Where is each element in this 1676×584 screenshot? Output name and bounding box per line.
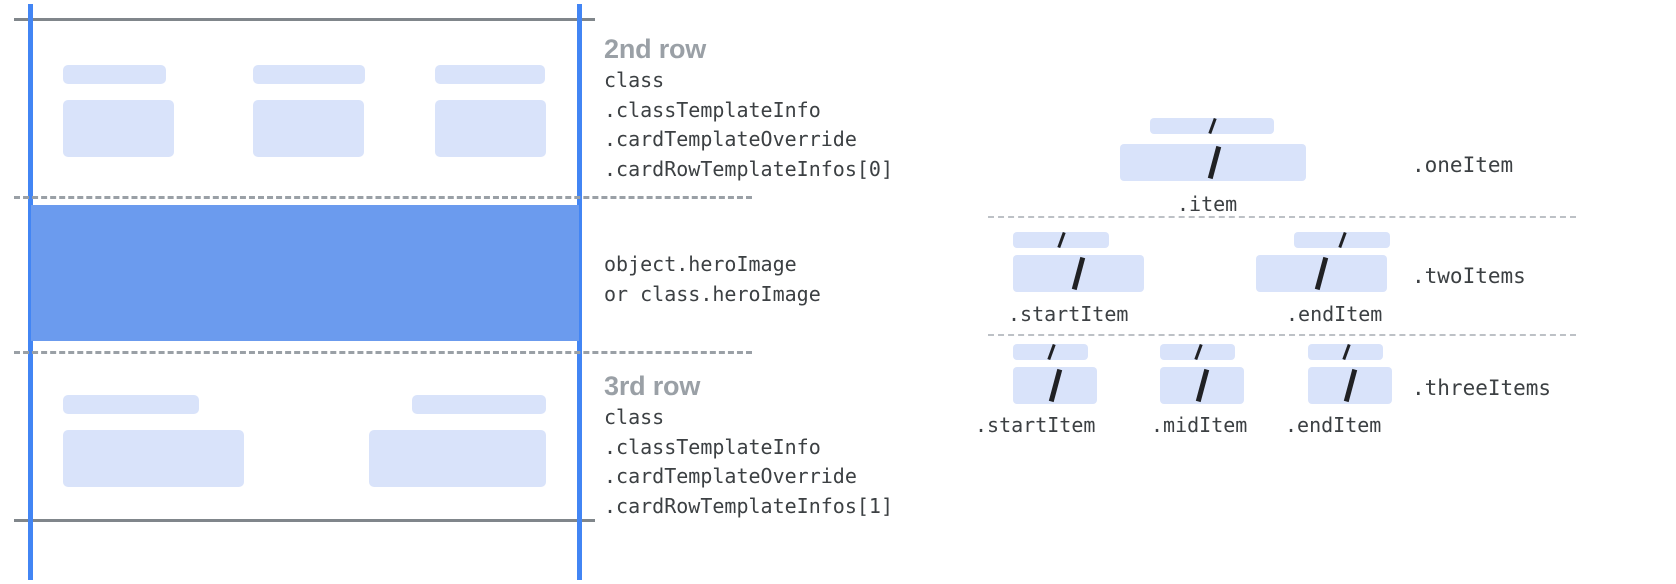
three-items-start-caption: .startItem bbox=[975, 413, 1096, 437]
third-row-code-line-1: class bbox=[604, 405, 665, 429]
two-items-end-label-placeholder bbox=[1294, 232, 1390, 248]
hero-image-code-line-1: object.heroImage bbox=[604, 252, 797, 276]
hero-image-band bbox=[31, 205, 579, 341]
item-layout-diagram: .item .oneItem .startItem .endItem .twoI… bbox=[960, 0, 1676, 584]
two-items-end-value-placeholder bbox=[1256, 255, 1387, 292]
row3-col1-label-placeholder bbox=[63, 395, 199, 414]
three-items-mid-caption: .midItem bbox=[1151, 413, 1248, 437]
one-item-caption: .item bbox=[1177, 192, 1238, 216]
slash-mark-icon bbox=[1057, 232, 1066, 248]
annotation-third-row: 3rd row class .classTemplateInfo .cardTe… bbox=[604, 369, 893, 521]
one-item-value-placeholder bbox=[1120, 144, 1306, 181]
card-template-diagram bbox=[0, 0, 752, 584]
row2-col3-label-placeholder bbox=[435, 65, 545, 84]
third-row-code-line-3: .cardTemplateOverride bbox=[604, 464, 857, 488]
second-row-code-line-3: .cardTemplateOverride bbox=[604, 127, 857, 151]
item-group-separator-2 bbox=[988, 334, 1576, 336]
card-bottom-border bbox=[14, 519, 595, 522]
row3-col2-label-placeholder bbox=[412, 395, 546, 414]
slash-mark-icon bbox=[1208, 118, 1217, 134]
second-row-code-line-4: .cardRowTemplateInfos[0] bbox=[604, 156, 893, 181]
item-group-separator-1 bbox=[988, 216, 1576, 218]
three-items-end-label-placeholder bbox=[1308, 344, 1383, 360]
second-row-code-line-1: class bbox=[604, 68, 665, 92]
row2-col1-label-placeholder bbox=[63, 65, 166, 84]
slash-mark-icon bbox=[1195, 368, 1210, 403]
row2-col2-label-placeholder bbox=[253, 65, 365, 84]
card-top-border bbox=[14, 18, 595, 21]
third-row-title: 3rd row bbox=[604, 371, 701, 401]
three-items-end-caption: .endItem bbox=[1285, 413, 1382, 437]
card-right-guide-line bbox=[577, 4, 582, 580]
third-row-code-line-2: .classTemplateInfo bbox=[604, 434, 821, 459]
slash-mark-icon bbox=[1071, 256, 1086, 291]
row2-col2-value-placeholder bbox=[253, 100, 364, 157]
two-items-group-label: .twoItems bbox=[1412, 264, 1526, 288]
slash-mark-icon bbox=[1194, 344, 1203, 360]
three-items-start-value-placeholder bbox=[1013, 367, 1097, 404]
card-left-guide-line bbox=[28, 4, 33, 580]
second-row-code-line-2: .classTemplateInfo bbox=[604, 97, 821, 122]
row2-col1-value-placeholder bbox=[63, 100, 174, 157]
two-items-start-label-placeholder bbox=[1013, 232, 1109, 248]
row3-col2-value-placeholder bbox=[369, 430, 546, 487]
hero-image-code-line-2: or class.heroImage bbox=[604, 281, 821, 306]
third-row-code-line-4: .cardRowTemplateInfos[1] bbox=[604, 493, 893, 518]
annotation-second-row: 2nd row class .classTemplateInfo .cardTe… bbox=[604, 32, 893, 184]
slash-mark-icon bbox=[1338, 232, 1347, 248]
second-row-title: 2nd row bbox=[604, 34, 707, 64]
three-items-mid-label-placeholder bbox=[1160, 344, 1235, 360]
row-separator-top bbox=[14, 196, 752, 199]
slash-mark-icon bbox=[1342, 344, 1351, 360]
two-items-end-caption: .endItem bbox=[1286, 302, 1383, 326]
three-items-start-label-placeholder bbox=[1013, 344, 1088, 360]
row3-col1-value-placeholder bbox=[63, 430, 244, 487]
annotation-hero-image: object.heroImage or class.heroImage bbox=[604, 250, 821, 309]
three-items-end-value-placeholder bbox=[1308, 367, 1392, 404]
three-items-group-label: .threeItems bbox=[1412, 376, 1552, 400]
slash-mark-icon bbox=[1047, 344, 1056, 360]
one-item-label-placeholder bbox=[1150, 118, 1274, 134]
row-separator-bottom bbox=[14, 351, 752, 354]
slash-mark-icon bbox=[1343, 368, 1358, 403]
slash-mark-icon bbox=[1048, 368, 1063, 403]
one-item-group-label: .oneItem bbox=[1412, 153, 1514, 177]
slash-mark-icon bbox=[1207, 145, 1222, 180]
three-items-mid-value-placeholder bbox=[1160, 367, 1244, 404]
slash-mark-icon bbox=[1314, 256, 1329, 291]
two-items-start-value-placeholder bbox=[1013, 255, 1144, 292]
row2-col3-value-placeholder bbox=[435, 100, 546, 157]
two-items-start-caption: .startItem bbox=[1008, 302, 1129, 326]
